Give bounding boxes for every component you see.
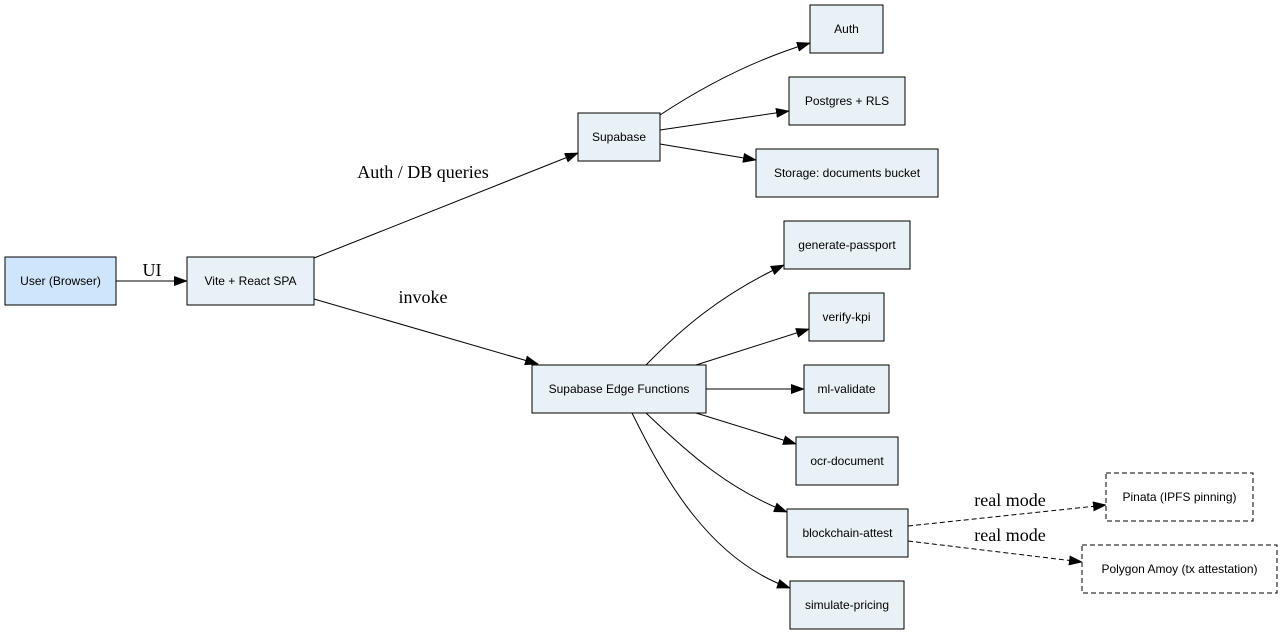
node-label: Vite + React SPA — [205, 274, 297, 288]
edge-blockchain-to-pinata — [907, 501, 1107, 527]
node-pinata-ipfs-pinning: Pinata (IPFS pinning) — [1105, 472, 1254, 522]
node-vite-react-spa: Vite + React SPA — [186, 256, 315, 306]
node-ocr-document: ocr-document — [795, 436, 899, 486]
edge-edge-to-ocr-document — [695, 412, 797, 445]
edge-edge-to-verify-kpi — [695, 328, 810, 366]
node-verify-kpi: verify-kpi — [808, 292, 885, 342]
edge-blockchain-to-polygon — [907, 540, 1083, 566]
node-label: Auth — [834, 22, 859, 36]
node-label: Supabase Edge Functions — [549, 382, 690, 396]
node-label: Storage: documents bucket — [774, 166, 921, 180]
edge-label-invoke: invoke — [399, 287, 448, 307]
edge-label-real-mode-pinata: real mode — [974, 490, 1045, 510]
edge-label-ui: UI — [143, 260, 162, 280]
edge-label-real-mode-polygon: real mode — [974, 525, 1045, 545]
node-label: Supabase — [592, 130, 646, 144]
node-label: ml-validate — [817, 382, 875, 396]
node-polygon-amoy-tx-attestation: Polygon Amoy (tx attestation) — [1081, 544, 1278, 594]
node-label: blockchain-attest — [802, 526, 893, 540]
node-blockchain-attest: blockchain-attest — [786, 508, 909, 558]
node-supabase: Supabase — [577, 112, 661, 162]
node-label: User (Browser) — [20, 274, 101, 288]
node-generate-passport: generate-passport — [783, 220, 911, 270]
node-auth: Auth — [809, 4, 884, 54]
node-label: verify-kpi — [822, 310, 870, 324]
edge-supabase-to-storage — [659, 143, 757, 163]
node-label: ocr-document — [810, 454, 884, 468]
node-label: Pinata (IPFS pinning) — [1122, 490, 1236, 504]
edge-spa-to-supabase — [313, 152, 579, 259]
node-supabase-edge-functions: Supabase Edge Functions — [531, 364, 707, 414]
edge-supabase-to-auth — [659, 41, 811, 116]
edge-edge-to-blockchain-attest — [645, 412, 788, 513]
edge-labels: UI Auth / DB queries invoke real mode re… — [143, 162, 1046, 545]
edge-edge-to-simulate-pricing — [631, 412, 791, 589]
edge-edge-to-generate-passport — [645, 264, 785, 366]
node-ml-validate: ml-validate — [803, 364, 890, 414]
node-postgres-rls: Postgres + RLS — [788, 76, 906, 126]
node-label: Polygon Amoy (tx attestation) — [1101, 562, 1257, 576]
node-label: generate-passport — [798, 238, 896, 252]
node-simulate-pricing: simulate-pricing — [789, 580, 905, 630]
node-label: simulate-pricing — [805, 598, 889, 612]
edge-supabase-to-postgres — [659, 107, 790, 131]
edge-spa-to-edge-functions — [313, 298, 539, 366]
edges — [116, 41, 1107, 589]
edge-label-auth-db-queries: Auth / DB queries — [357, 162, 488, 182]
node-user-browser: User (Browser) — [4, 256, 117, 306]
node-storage-documents-bucket: Storage: documents bucket — [755, 148, 939, 198]
node-label: Postgres + RLS — [805, 94, 889, 108]
